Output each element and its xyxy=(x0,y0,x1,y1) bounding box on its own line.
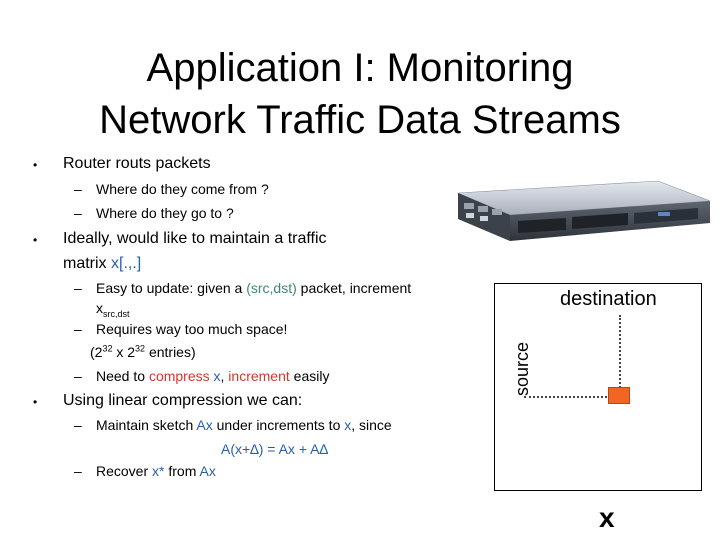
text-span: from xyxy=(164,463,200,479)
router-icon xyxy=(458,180,710,241)
text-span: easily xyxy=(289,368,330,384)
sub-bullet-go-to: Where do they go to ? xyxy=(96,205,234,221)
sub-bullet-easy-update: Easy to update: given a (src,dst) packet… xyxy=(96,279,411,297)
sub-bullet-space: Requires way too much space! xyxy=(96,321,288,337)
bullet-ideally-line-1: Ideally, would like to maintain a traffi… xyxy=(63,230,327,247)
bullet-linear-compression: Using linear compression we can: xyxy=(63,392,303,409)
matrix-variable: x[.,.] xyxy=(111,255,142,272)
src-dst-pair: (src,dst) xyxy=(246,280,297,296)
matrix-text: matrix xyxy=(63,255,111,272)
text-span: Recover xyxy=(96,463,153,479)
x-variable: x xyxy=(209,368,221,384)
destination-guide-line xyxy=(619,315,621,388)
ax-variable: Ax xyxy=(196,417,213,433)
dash-icon: – xyxy=(74,417,82,433)
exponent: 32 xyxy=(102,343,113,354)
bullet-router-routs: Router routs packets xyxy=(63,155,211,172)
dash-icon: – xyxy=(74,368,82,384)
dash-icon: – xyxy=(74,280,82,296)
destination-label: destination xyxy=(560,288,657,310)
x-star-variable: x* xyxy=(152,463,165,479)
exponent: 32 xyxy=(135,343,146,354)
x-variable: x xyxy=(96,300,103,316)
compress-word: compress xyxy=(148,368,210,384)
sub-bullet-recover: Recover x* from Ax xyxy=(96,462,216,480)
text-span: Maintain sketch xyxy=(96,417,197,433)
dash-icon: – xyxy=(74,463,82,479)
matrix-x-label: x xyxy=(599,502,615,533)
bullet-icon: • xyxy=(33,233,38,247)
text-span: , xyxy=(220,368,229,384)
dash-icon: – xyxy=(74,321,82,337)
sub-bullet-compress: Need to compress x, increment easily xyxy=(96,367,329,385)
slide-title: Application I: Monitoring Network Traffi… xyxy=(0,42,720,146)
increment-word: increment xyxy=(228,368,290,384)
title-line-2: Network Traffic Data Streams xyxy=(99,98,621,142)
text-span: Easy to update: given a xyxy=(96,280,247,296)
traffic-matrix xyxy=(494,283,702,491)
text-span: (2 xyxy=(90,344,103,360)
linearity-formula: A(x+∆) = Ax + A∆ xyxy=(221,441,329,457)
dash-icon: – xyxy=(74,205,82,221)
source-guide-line xyxy=(524,396,607,398)
text-span: packet, increment xyxy=(296,280,412,296)
dash-icon: – xyxy=(74,181,82,197)
source-label: source xyxy=(512,341,532,396)
text-span: entries) xyxy=(145,344,196,360)
text-span: , since xyxy=(351,417,392,433)
text-span: Need to xyxy=(96,368,149,384)
matrix-cell xyxy=(608,387,630,404)
ax-variable: Ax xyxy=(199,463,216,479)
x-src-dst: xsrc,dst xyxy=(96,299,130,319)
text-span: under increments to xyxy=(212,417,345,433)
sub-bullet-come-from: Where do they come from ? xyxy=(96,181,269,197)
x-variable: x xyxy=(344,417,352,433)
subscript: src,dst xyxy=(103,308,130,319)
sub-bullet-maintain-sketch: Maintain sketch Ax under increments to x… xyxy=(96,416,392,434)
text-span: x 2 xyxy=(112,344,136,360)
bullet-icon: • xyxy=(33,158,38,172)
title-line-1: Application I: Monitoring xyxy=(146,46,574,90)
bullet-ideally-line-2: matrix x[.,.] xyxy=(63,254,141,274)
entries-count: (232 x 232 entries) xyxy=(90,343,196,361)
bullet-icon: • xyxy=(33,395,38,409)
